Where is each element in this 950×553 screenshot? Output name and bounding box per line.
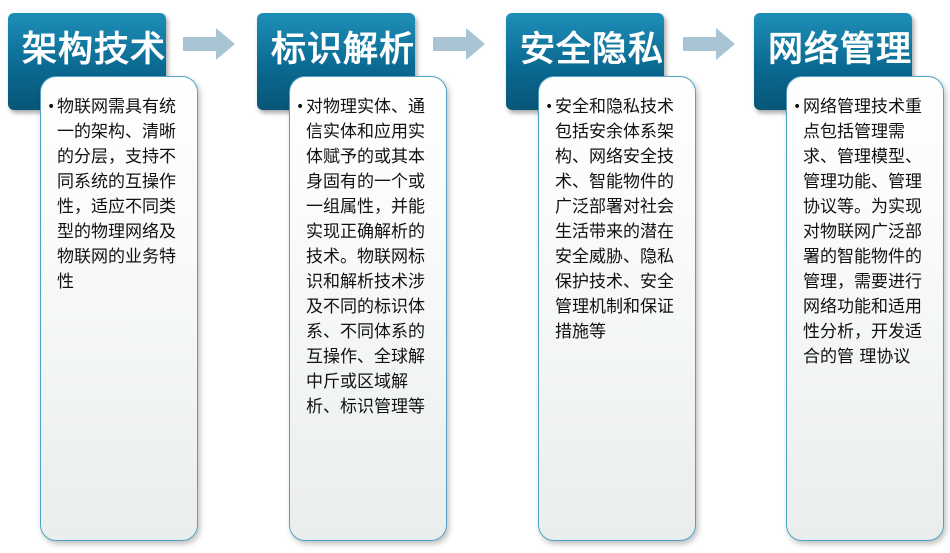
step-title: 架构技术 (22, 30, 166, 70)
step-identification: 标识解析 • 对物理实体、通信实体和应用实体赋予的或其本身固有的一个或一组属性，… (253, 0, 453, 553)
right-arrow-icon (433, 28, 485, 60)
step-security: 安全隐私 • 安全和隐私技术包括安余体系架构、网络安全技术、智能物件的广泛部署对… (502, 0, 702, 553)
step-card: • 对物理实体、通信实体和应用实体赋予的或其本身固有的一个或一组属性，并能实现正… (289, 76, 447, 541)
bullet-icon: • (545, 99, 554, 115)
bullet-icon: • (296, 99, 305, 115)
step-card: • 网络管理技术重点包括管理需求、管理模型、管理功能、管理协议等。为实现对物联网… (786, 76, 944, 541)
step-card: • 安全和隐私技术包括安余体系架构、网络安全技术、智能物件的广泛部署对社会生活带… (538, 76, 696, 541)
step-header: 网络管理 (754, 13, 912, 110)
step-description: 对物理实体、通信实体和应用实体赋予的或其本身固有的一个或一组属性，并能实现正确解… (306, 97, 425, 417)
bullet-icon: • (793, 99, 802, 115)
bullet-icon: • (47, 99, 56, 115)
step-title: 网络管理 (768, 30, 912, 70)
step-architecture: 架构技术 • 物联网需具有统一的架构、清晰的分层，支持不同系统的互操作性，适应不… (4, 0, 204, 553)
step-title: 标识解析 (271, 30, 415, 70)
step-description: 物联网需具有统一的架构、清晰的分层，支持不同系统的互操作性，适应不同类型的物理网… (57, 97, 176, 292)
right-arrow-icon (683, 28, 735, 60)
step-description: 安全和隐私技术包括安余体系架构、网络安全技术、智能物件的广泛部署对社会生活带来的… (555, 97, 674, 342)
right-arrow-icon (183, 28, 235, 60)
step-description: 网络管理技术重点包括管理需求、管理模型、管理功能、管理协议等。为实现对物联网广泛… (803, 97, 922, 367)
step-card: • 物联网需具有统一的架构、清晰的分层，支持不同系统的互操作性，适应不同类型的物… (40, 76, 198, 541)
step-network-management: 网络管理 • 网络管理技术重点包括管理需求、管理模型、管理功能、管理协议等。为实… (750, 0, 950, 553)
step-title: 安全隐私 (520, 30, 664, 70)
